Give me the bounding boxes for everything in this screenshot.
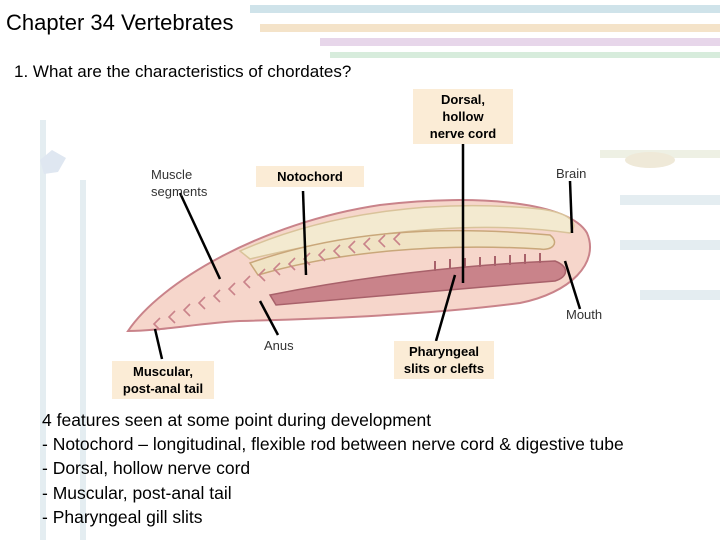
header-stripe [320,38,720,46]
pharyngeal-slit-marks [434,253,541,271]
label-pharyngeal-slits: Pharyngeal slits or clefts [394,341,494,379]
pointer-pharyngeal-slits [434,274,457,342]
feature-item-tail: - Muscular, post-anal tail [42,482,232,503]
chordate-body-illustration [100,83,600,408]
header-stripe [330,52,720,58]
label-mouth: Mouth [566,307,603,322]
feature-item-nerve-cord: - Dorsal, hollow nerve cord [42,458,251,479]
feature-item-gill-slits: - Pharyngeal gill slits [42,506,203,527]
tree-branch [620,195,720,205]
feature-list: 4 features seen at some point during dev… [42,408,624,529]
muscle-segment-chevrons [152,232,401,331]
header-stripe [250,5,720,13]
label-muscular-tail: Muscular, post-anal tail [112,361,214,399]
label-brain: Brain [556,166,587,181]
chordate-diagram: Dorsal, hollow nerve cord Brain Muscle s… [100,83,603,408]
label-dorsal-nerve-cord: Dorsal, hollow nerve cord [413,89,513,144]
label-muscle-segments: Muscle segments [151,167,208,199]
animal-silhouette [625,152,675,168]
slide-title: Chapter 34 Vertebrates [6,10,234,35]
tree-branch [640,290,720,300]
tree-branch [620,240,720,250]
label-notochord: Notochord [256,166,364,187]
starfish-silhouette [40,150,66,174]
question-text: 1. What are the characteristics of chord… [14,62,352,81]
pointer-mouth [563,260,582,310]
feature-item-notochord: - Notochord – longitudinal, flexible rod… [42,434,624,455]
tree-branch [80,180,86,540]
pointer-muscular-tail [153,328,164,360]
notochord-rod [248,229,556,276]
label-pointer-lines [153,143,582,360]
pointer-anus [258,300,280,336]
pointer-brain [568,180,574,234]
pointer-muscle-segments [178,192,222,280]
label-anus: Anus [264,338,294,353]
pointer-notochord [301,190,308,276]
feature-list-heading: 4 features seen at some point during dev… [42,410,432,430]
header-stripe [260,24,720,32]
digestive-tube [268,260,567,306]
tree-trunk [40,120,46,540]
